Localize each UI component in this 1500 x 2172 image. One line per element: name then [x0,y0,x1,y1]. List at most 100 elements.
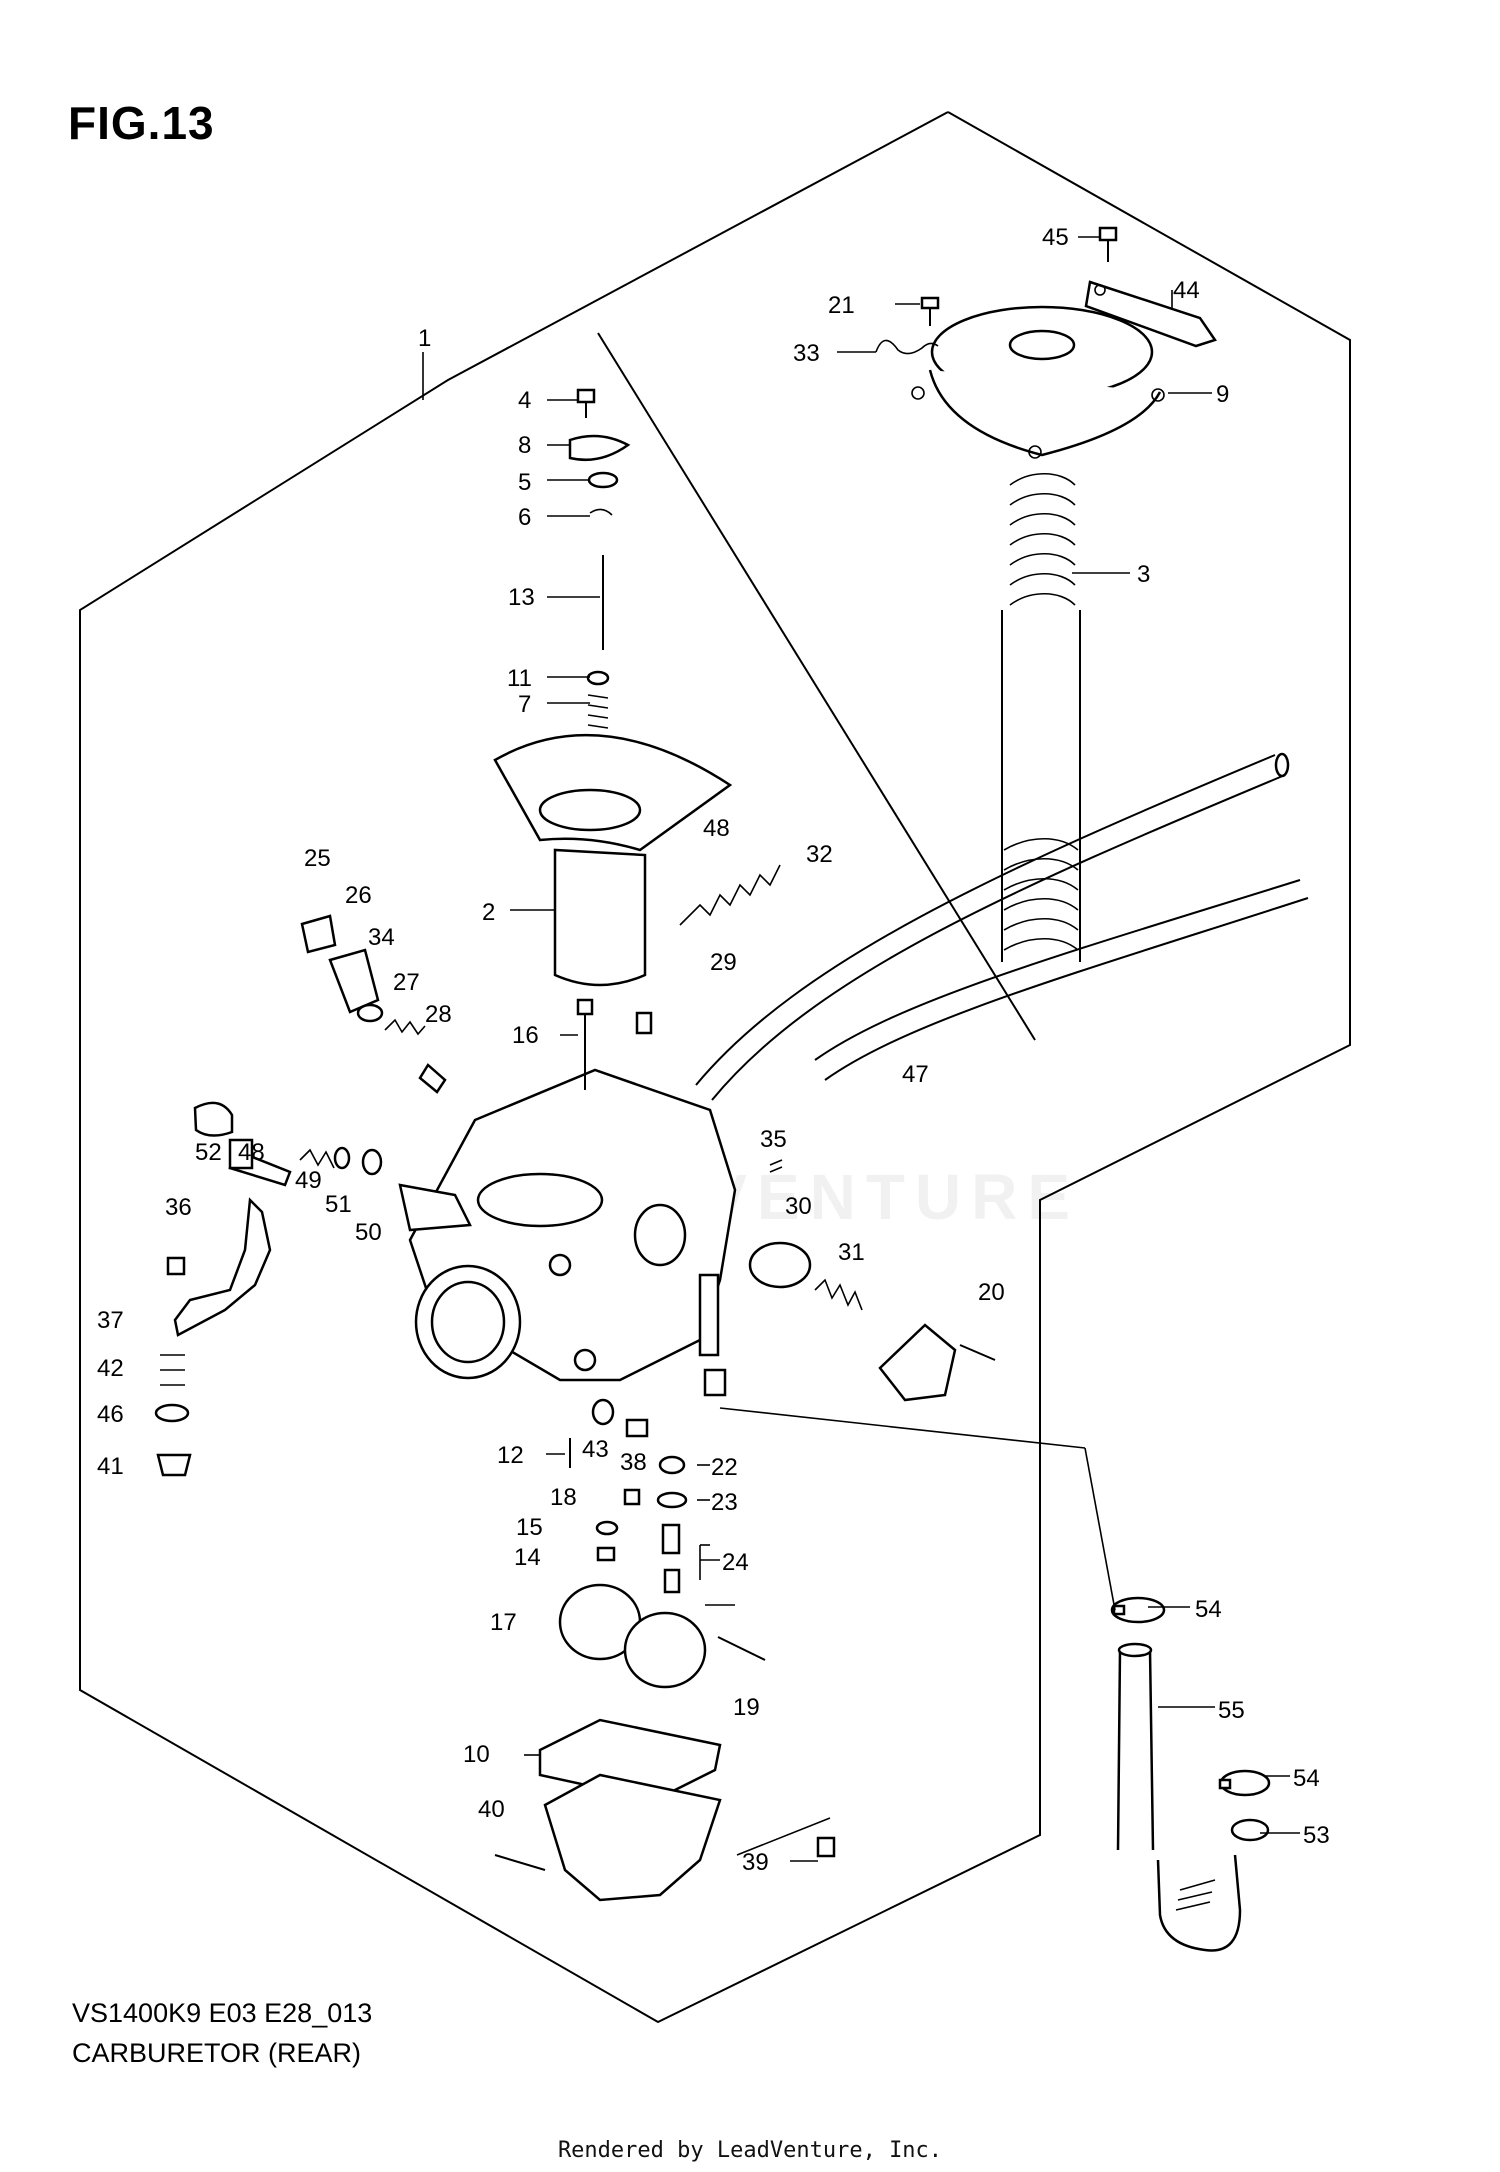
plunger-26 [328,948,380,1014]
needle-stack [568,388,631,729]
spring-49 [299,1148,335,1169]
callout-31: 31 [838,1239,865,1266]
callout-50: 50 [355,1219,382,1246]
gasket-10 [538,1718,722,1802]
callout-30: 30 [785,1193,812,1220]
callout-22: 22 [711,1454,738,1481]
leader-lines [422,236,1300,1862]
part-29 [635,1011,653,1035]
spring-3 [1001,473,1081,962]
callout-45: 45 [1042,224,1069,251]
screw-36 [166,1256,186,1276]
callout-11: 11 [507,665,532,692]
screw-39 [816,1836,836,1858]
figure-caption: CARBURETOR (REAR) [72,2038,362,2068]
callout-13: 13 [508,584,535,611]
callout-49: 49 [295,1167,322,1194]
needle-28 [418,1063,447,1094]
model-code: VS1400K9 E03 E28_013 [72,1998,373,2028]
callout-38: 38 [620,1449,647,1476]
callout-24: 24 [722,1549,749,1576]
callout-25: 25 [304,845,331,872]
spring-31 [814,1278,863,1311]
hose-53 [1156,1818,1270,1952]
callout-36: 36 [165,1194,192,1221]
screw-40 [494,1854,546,1871]
callout-29: 29 [710,949,737,976]
callout-54-upper: 54 [1195,1596,1222,1623]
clip-33 [875,339,939,355]
bracket [1084,280,1217,348]
callout-43: 43 [582,1436,609,1463]
callout-35: 35 [760,1126,787,1153]
callout-7: 7 [518,691,531,718]
spring-27 [384,1018,426,1036]
callout-12: 12 [497,1442,524,1469]
callout-labels: 1 2 3 4 5 6 7 8 9 10 11 12 13 14 15 16 1… [97,224,1330,1876]
spring-48 [679,864,781,926]
callout-47: 47 [902,1061,929,1088]
callout-5: 5 [518,469,531,496]
callout-10: 10 [463,1741,490,1768]
callout-21: 21 [828,292,855,319]
callout-40: 40 [478,1796,505,1823]
callout-18: 18 [550,1484,577,1511]
jet-24 [661,1523,681,1594]
callout-27: 27 [393,969,420,996]
screw-48-left [228,1138,292,1187]
jet-14 [596,1546,616,1562]
spring-42 [160,1354,185,1386]
float-bowl [543,1773,722,1902]
screw-52 [193,1101,234,1137]
hose-47 [814,879,1309,1081]
callout-42: 42 [97,1355,124,1382]
callout-17: 17 [490,1609,517,1636]
callout-48-left: 48 [238,1139,265,1166]
plug-38 [625,1418,649,1438]
diaphragm-piston [493,733,733,987]
cap-25 [300,914,337,954]
callout-3: 3 [1137,561,1150,588]
figure-title: FIG.13 [68,97,215,149]
washer-51 [333,1146,351,1170]
screw-21 [920,296,940,326]
callout-15: 15 [516,1514,543,1541]
callout-9: 9 [1216,381,1229,408]
oring-23 [656,1491,688,1509]
cover-20 [878,1323,957,1402]
callout-55: 55 [1218,1697,1245,1724]
carburetor-body [398,1068,737,1397]
callout-39: 39 [742,1849,769,1876]
callout-14: 14 [514,1544,541,1571]
render-credit: Rendered by LeadVenture, Inc. [557,2138,943,2163]
callout-26: 26 [345,882,372,909]
cover-30 [748,1241,812,1289]
float-17 [558,1583,707,1689]
washer-15 [595,1520,619,1536]
callout-8: 8 [518,432,531,459]
callout-6: 6 [518,504,531,531]
knob-41 [156,1453,192,1477]
ring-34 [356,1003,384,1023]
callout-51: 51 [325,1191,352,1218]
callout-44: 44 [1173,277,1200,304]
clamp-54-upper [1110,1596,1166,1624]
diaphragm-cover [911,305,1165,459]
callout-54-lower: 54 [1293,1765,1320,1792]
callout-37: 37 [97,1307,124,1334]
callout-34: 34 [368,924,395,951]
hose-32 [695,752,1290,1101]
washer-46 [154,1403,190,1423]
screw-20 [959,1344,996,1361]
callout-52: 52 [195,1139,222,1166]
callout-19: 19 [733,1694,760,1721]
callout-46: 46 [97,1401,124,1428]
callout-32: 32 [806,841,833,868]
callout-48: 48 [703,815,730,842]
spring-35 [769,1159,783,1173]
pin-19 [717,1636,766,1661]
callout-16: 16 [512,1022,539,1049]
oring-50 [361,1148,383,1176]
washer-43 [591,1398,615,1426]
